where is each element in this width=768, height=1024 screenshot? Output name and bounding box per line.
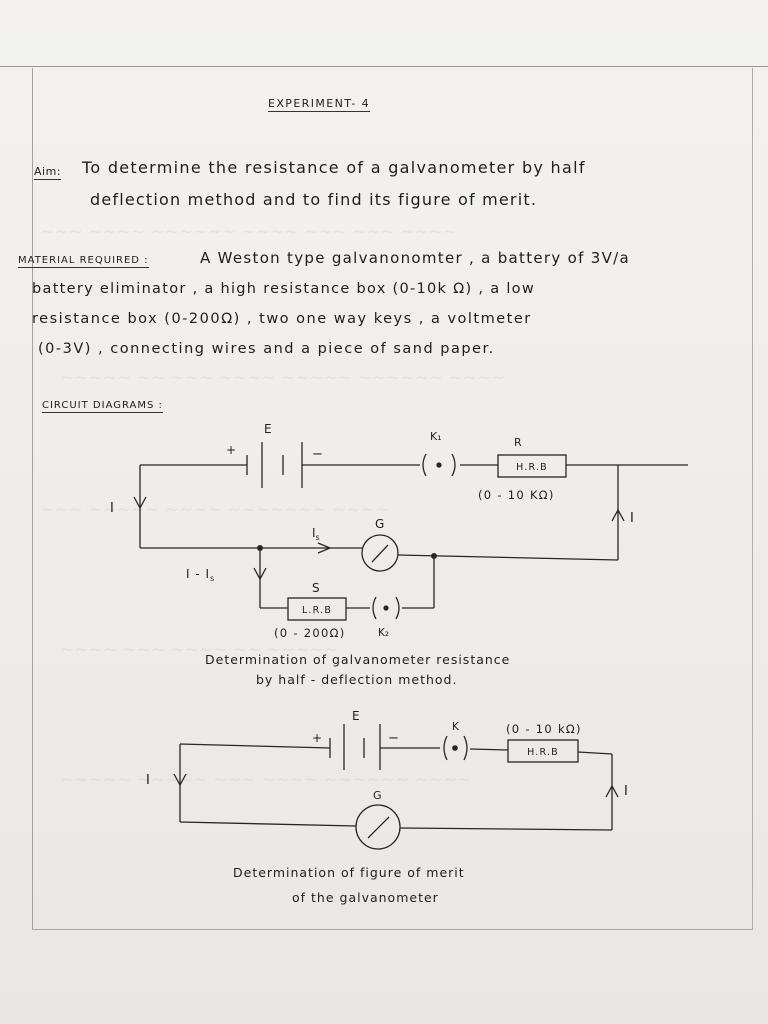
diagram2-caption-line-2: of the galvanometer (292, 890, 439, 905)
materials-line-4: (0-3V) , connecting wires and a piece of… (38, 341, 495, 357)
current-arrow-icon (317, 542, 332, 554)
battery-symbol (329, 724, 381, 770)
key-k2-plug (383, 605, 389, 611)
wire (179, 743, 331, 749)
current-left-label: I (110, 501, 114, 516)
current-arrow-icon (611, 508, 625, 522)
page-bottom-border (32, 929, 753, 930)
aim-label: Aim: (34, 165, 62, 180)
battery-label: E (264, 422, 272, 436)
galvanometer-current-label: Is (312, 526, 320, 542)
key-k1-plug (436, 462, 442, 468)
hrb-box (507, 739, 579, 763)
lrb-range-label: (0 - 200Ω) (274, 626, 346, 640)
page-right-border (752, 68, 753, 930)
battery-plus-label: + (226, 443, 236, 457)
current-arrow-icon (173, 773, 187, 787)
galvanometer-symbol (355, 804, 401, 850)
page-top-border (0, 66, 768, 67)
bleed-through-text: ~~~~~ ~~~~~ ~~~ ~~~~ ~~~~~~ ~~~~ (60, 770, 472, 790)
bleed-through-text: ~~~ ~~~~ ~~~~~~ ~~~~ ~~~ ~~~ ~~~~ (40, 222, 458, 242)
wire (399, 827, 613, 831)
key-k1-symbol (422, 453, 456, 477)
bleed-through-text: ~~~ ~~~~~ ~~~~ ~~~~~~~ ~~~~ (40, 500, 390, 520)
materials-line-3: resistance box (0-200Ω) , two one way ke… (32, 311, 532, 327)
hrb-resistance-label: R (514, 436, 522, 449)
materials-line-2: battery eliminator , a high resistance b… (32, 281, 535, 297)
hrb-range-label: (0 - 10 kΩ) (506, 722, 582, 736)
junction-dot (257, 545, 263, 551)
battery-label: E (352, 709, 360, 723)
battery-minus-label: − (312, 447, 323, 462)
galvanometer-label: G (375, 517, 384, 531)
diagram1-caption-line-2: by half - deflection method. (256, 672, 457, 687)
current-arrow-icon (605, 784, 619, 798)
hrb-box-label: H.R.B (527, 747, 559, 758)
key-plug (452, 745, 458, 751)
key-k2-label: K₂ (378, 627, 389, 639)
lrb-box (287, 597, 347, 621)
page-margin-line (32, 68, 33, 930)
wire (577, 751, 613, 755)
branch-current-label: I - Is (186, 567, 215, 583)
wire (179, 821, 357, 827)
lrb-box-label: L.R.B (302, 605, 332, 616)
current-arrow-icon (253, 567, 267, 581)
battery-plus-label: + (312, 731, 322, 745)
shunt-label: S (312, 581, 320, 595)
battery-symbol (246, 442, 303, 488)
experiment-title: EXPERIMENT- 4 (268, 97, 370, 112)
current-right-label: I (624, 784, 628, 799)
hrb-box (497, 454, 567, 478)
battery-minus-label: − (388, 731, 399, 746)
current-arrow-icon (133, 496, 147, 510)
key-k2-symbol (372, 596, 400, 620)
key-symbol (443, 735, 468, 761)
key-k1-label: K₁ (430, 430, 442, 443)
aim-line-2: deflection method and to find its figure… (90, 190, 538, 209)
aim-line-1: To determine the resistance of a galvano… (82, 158, 586, 177)
materials-label: MATERIAL REQUIRED : (18, 255, 149, 268)
diagram1-caption-line-1: Determination of galvanometer resistance (205, 652, 510, 667)
materials-line-1: A Weston type galvanonomter , a battery … (200, 249, 630, 267)
galvanometer-symbol (361, 534, 399, 572)
hrb-box-label: H.R.B (516, 462, 548, 473)
circuit-diagrams-heading: CIRCUIT DIAGRAMS : (42, 400, 163, 413)
bleed-through-text: ~~~~~ ~~ ~~~ ~~~~ ~~~~~ ~~~~~~ ~~~~ (60, 368, 506, 388)
current-right-label: I (630, 511, 634, 526)
wire (469, 748, 509, 751)
current-left-label: I (146, 773, 150, 788)
bleed-through-text: ~~~~ ~~~ ~~~~ ~~ ~~~~~ (60, 640, 339, 660)
key-label: K (452, 721, 460, 733)
junction-dot (431, 553, 437, 559)
diagram2-caption-line-1: Determination of figure of merit (233, 865, 465, 880)
galvanometer-label: G (373, 789, 382, 802)
hrb-range-label: (0 - 10 KΩ) (478, 488, 555, 502)
